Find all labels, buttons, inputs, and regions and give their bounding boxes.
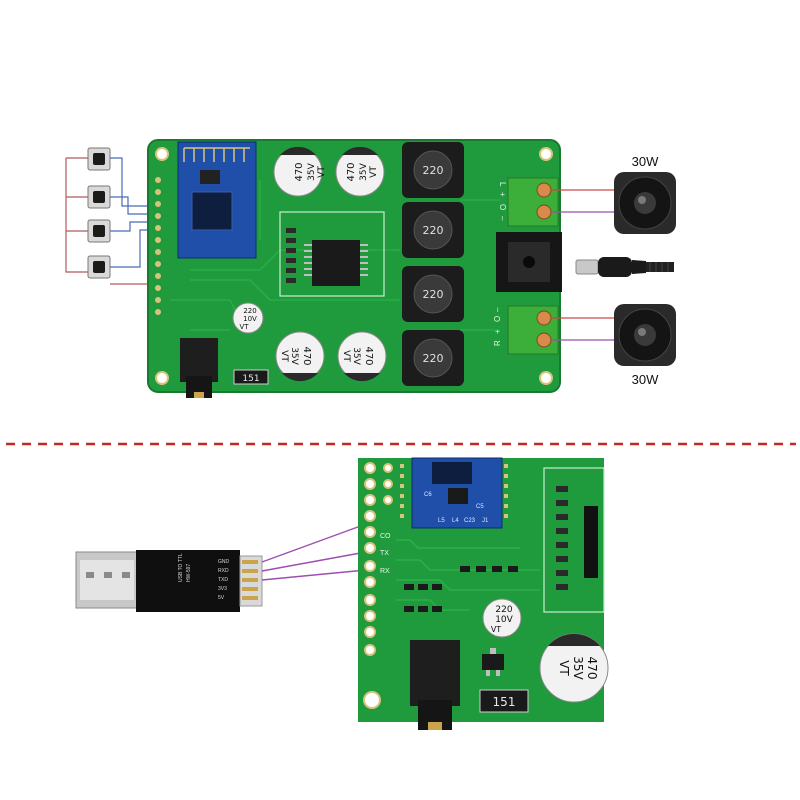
usb-ttl-label-line2: HW-597 [186,564,192,582]
push-button-4 [87,255,111,279]
cap-series-text: VT [279,350,289,362]
capacitor-top-right: 470 35V VT [335,146,385,197]
bluetooth-module [177,141,257,259]
amplifier-chip [279,211,385,297]
terminal-bottom-pin-3: O [493,316,502,322]
speaker-top: 30W [614,154,676,234]
push-button-1 [87,147,111,171]
usb-ttl-pin-rxd: RXD [218,568,229,574]
inductor-2: 220 [402,202,464,258]
button-wires [65,157,165,285]
bt-label-c6: C6 [424,492,432,498]
inductor-1: 220 [402,142,464,198]
mount-hole-tr [539,147,553,161]
cap-series-text: VT [557,660,571,676]
bt-label-c23: C23 [464,518,476,524]
amplifier-board: 470 35V VT 470 35V VT [147,139,562,398]
transistor-zoom [482,648,504,676]
inductor-value-text: 220 [423,224,444,237]
capacitor-bottom-left: VT 35V 470 [275,331,325,382]
cap-voltage-text: 35V [571,656,585,680]
resistor-marking-text: 151 [242,374,259,384]
usb-ttl-pin-txd: TXD [218,577,228,583]
usb-ttl-pin-5v: 5V [218,595,225,601]
cap-series-text: VT [369,166,379,178]
capacitor-small: 220 10V VT [232,302,264,334]
resistor-smd: 151 [233,369,269,385]
cap-value-text: 470 [301,346,312,365]
usb-ttl-label-line1: USB TO TTL [178,553,184,582]
uart-pin-tx: TX [380,550,389,557]
mount-hole-br [539,371,553,385]
usb-ttl-pin-3v3: 3V3 [218,586,227,592]
bt-label-l4: L4 [452,518,459,524]
terminal-bottom-pin-4: – [493,307,502,312]
board-detail-zoom: CO TX RX C6 C5 L5 L4 [358,457,609,730]
push-button-3 [87,219,111,243]
audio-jack-zoom [410,640,460,730]
terminal-top-pin-4: – [498,216,507,221]
speaker-top-power-label: 30W [632,154,659,169]
edge-pin-header [155,177,161,315]
bt-label-j1: J1 [482,518,489,524]
push-button-2 [87,185,111,209]
terminal-top-pin-3: O [498,204,507,210]
terminal-bottom-pin-2: + [493,329,502,334]
small-cap-series-text: VT [491,625,501,634]
cap-value-text: 470 [363,346,374,365]
mount-hole-tl [155,147,169,161]
cap-voltage-text: 35V [351,347,361,365]
dc-power-jack [496,232,562,292]
resistor-marking-text: 151 [493,695,516,709]
capacitor-big-zoom: 470 35V VT [539,633,609,703]
inductor-value-text: 220 [423,288,444,301]
resistor-smd-zoom: 151 [479,689,529,713]
capacitor-bottom-right: VT 35V 470 [337,331,387,382]
terminal-bottom-pin-1: R [493,340,502,346]
cap-voltage-text: 35V [307,162,317,180]
usb-ttl-pin-gnd: GND [218,559,230,565]
small-cap-voltage-text: 10V [243,315,257,323]
cap-value-text: 470 [585,657,599,680]
audio-jack [180,338,218,398]
small-cap-value-text: 220 [243,307,256,315]
speaker-wires [552,189,616,341]
bluetooth-module-zoom: C6 C5 L5 L4 C23 J1 [400,457,508,529]
mount-hole-bl [155,371,169,385]
speaker-bottom: 30W [614,304,676,387]
bt-label-l5: L5 [438,518,445,524]
small-cap-series-text: VT [239,323,249,331]
terminal-top-pin-2: + [498,192,507,197]
inductor-4: 220 [402,330,464,386]
capacitor-small-zoom: 220 10V VT [482,598,522,638]
inductor-value-text: 220 [423,352,444,365]
inductor-value-text: 220 [423,164,444,177]
cap-value-text: 470 [294,162,305,181]
inductor-3: 220 [402,266,464,322]
small-cap-value-text: 220 [495,605,512,615]
usb-ttl-adapter: USB TO TTL HW-597 GND RXD TXD 3V3 5V [75,550,263,612]
cap-series-text: VT [341,350,351,362]
cap-series-text: VT [317,166,327,178]
dc-plug [575,257,674,277]
cap-voltage-text: 35V [359,162,369,180]
capacitor-top-left: 470 35V VT [273,146,327,197]
uart-wires [261,523,367,581]
uart-pin-rx: RX [380,568,390,575]
screw-terminal-bottom: R + O – [493,305,559,355]
push-button-group [87,147,111,279]
screw-terminal-top: L + O – [498,177,559,227]
smd-component-strip [543,467,605,613]
cap-voltage-text: 35V [289,347,299,365]
speaker-bottom-power-label: 30W [632,372,659,387]
uart-pin-co: CO [380,533,391,540]
small-cap-voltage-text: 10V [495,615,513,625]
bt-label-c5: C5 [476,504,484,510]
cap-value-text: 470 [346,162,357,181]
terminal-top-pin-1: L [498,182,507,187]
